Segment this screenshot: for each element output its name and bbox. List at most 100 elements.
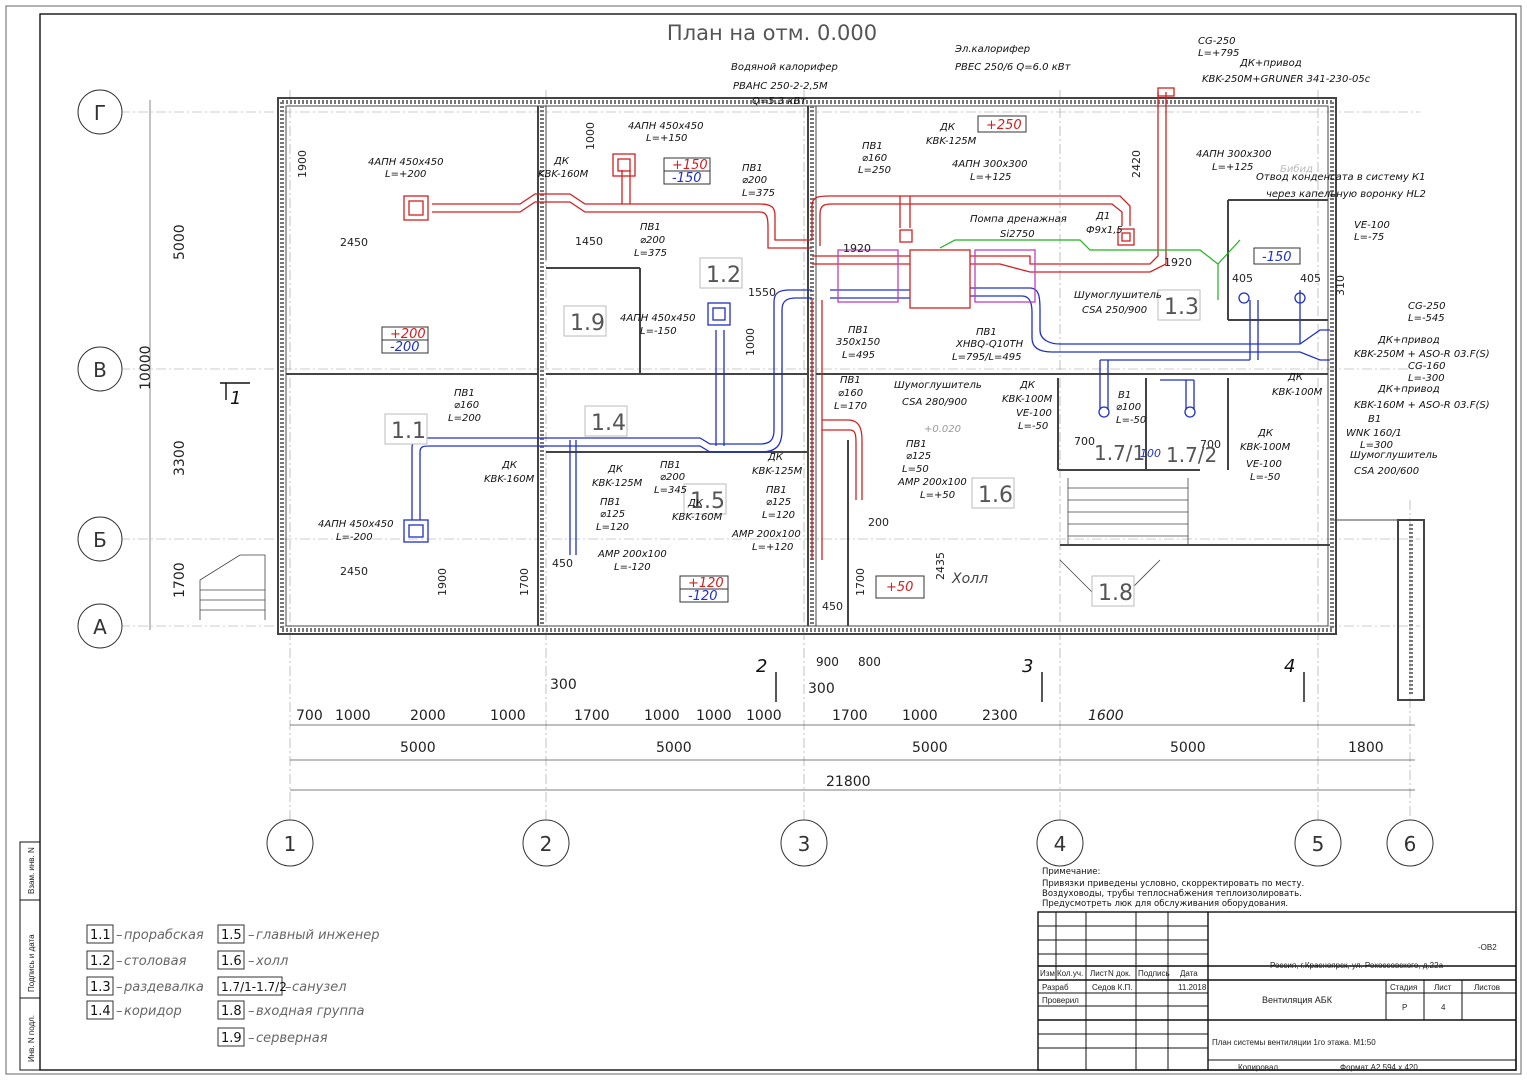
dim-text: 2420 (1130, 150, 1143, 178)
dim-text: 700 (1200, 438, 1221, 451)
label: ПВ1 (742, 163, 763, 174)
inner-dims: 1900 2450 1450 1000 1920 2420 1920 405 4… (296, 122, 1347, 613)
stamp-col: Кол.уч. (1057, 969, 1083, 978)
dim-text: 1000 (584, 122, 597, 150)
axis-number: 5 (1312, 832, 1325, 856)
dim-text: 310 (1334, 275, 1347, 296)
room-number: 1.5 (690, 489, 725, 514)
label: KBK-160M (672, 512, 723, 523)
legend-code: 1.1 (90, 928, 111, 943)
dimension-lines (149, 100, 1415, 791)
svg-text:–: – (116, 1004, 123, 1019)
axis-letter-bubble (77, 346, 123, 392)
label: L=-75 (1354, 232, 1384, 243)
axis-letter-bubble (77, 603, 123, 649)
dim-text: 1000 (644, 708, 680, 724)
label: Ф9х1,5 (1086, 225, 1123, 236)
svg-text:–: – (285, 980, 292, 995)
stamp-razrab-name: Седов К.П. (1092, 983, 1133, 992)
legend-code: 1.9 (221, 1031, 242, 1046)
axis-number: 3 (798, 832, 811, 856)
label: ⌀200 (660, 472, 685, 483)
dim-text: 1550 (748, 286, 776, 299)
section-number: 3 (1022, 656, 1033, 677)
svg-text:–: – (248, 954, 255, 969)
label: Эл.калорифер (954, 44, 1030, 55)
axis-letter-bubble (77, 516, 123, 562)
dim-text: 1700 (854, 568, 867, 596)
label: ПВ1 (840, 375, 861, 386)
label: L=50 (902, 464, 929, 475)
label: ⌀125 (906, 451, 931, 462)
label: KBK-250M+GRUNER 341-230-05c (1202, 74, 1371, 85)
dim-text: 10000 (138, 345, 154, 390)
label: Бибид (1280, 163, 1313, 175)
balance-supply: +200 (390, 327, 426, 342)
dim-text: 5000 (1170, 740, 1206, 756)
stamp-list: Лист (1434, 983, 1452, 992)
inner-frame (39, 13, 1517, 1071)
label: L=-50 (1018, 421, 1048, 432)
svg-text:–: – (116, 980, 123, 995)
label: L=+120 (752, 542, 793, 553)
bottom-dims-row2: 5000 5000 5000 5000 1800 21800 300 300 9… (400, 655, 1384, 790)
dim-text: 2450 (340, 236, 368, 249)
legend-code: 1.4 (90, 1004, 111, 1019)
label: ПВ1 (862, 141, 883, 152)
legend-name: коридор (124, 1004, 182, 1019)
label: KBK-160M (538, 169, 589, 180)
dim-text: 1800 (1348, 740, 1384, 756)
stamp-code: -ОВ2 (1478, 943, 1497, 952)
label: L=200 (448, 413, 481, 424)
dim-text: 450 (822, 600, 843, 613)
dim-text: 300 (808, 681, 835, 697)
dim-text: 2000 (410, 708, 446, 724)
axis-letter: Г (94, 101, 106, 125)
axis-number: 4 (1054, 832, 1067, 856)
label: ⌀125 (600, 509, 625, 520)
label: KBK-250M + ASO-R 03.F(S) (1354, 349, 1490, 360)
label: L=495 (842, 350, 875, 361)
balance-exhaust: 100 (1140, 447, 1161, 460)
balance-supply: +120 (688, 576, 724, 591)
side-stamp-inv: Инв. N подл. (27, 1015, 36, 1062)
dim-text: 1700 (832, 708, 868, 724)
dim-text: 1000 (902, 708, 938, 724)
legend-name: главный инженер (256, 928, 380, 943)
label: L=+125 (1212, 162, 1253, 173)
label: CSA 280/900 (902, 397, 967, 408)
stamp-col: Дата (1180, 969, 1198, 978)
label: ⌀160 (454, 400, 479, 411)
stamp-list-value: 4 (1441, 1003, 1446, 1012)
stamp-listov: Листов (1474, 983, 1500, 992)
dim-text: 1000 (490, 708, 526, 724)
dim-text: 300 (550, 677, 577, 693)
stamp-project: Вентиляция АБК (1262, 995, 1333, 1005)
section-number: 1 (230, 388, 241, 409)
supply-grilles (403, 87, 1175, 246)
dim-text: 200 (868, 516, 889, 529)
label: L=-200 (336, 532, 373, 543)
label: KBK-100M (1272, 387, 1323, 398)
label: L=-300 (1408, 373, 1445, 384)
left-dims: 5000 10000 3300 1700 (138, 224, 188, 598)
dim-text: 3300 (172, 440, 188, 476)
legend: 1.1 прорабская 1.2 столовая 1.3 раздевал… (86, 924, 380, 1047)
balance-exhaust: -120 (688, 589, 718, 604)
label: KBK-125M (752, 466, 803, 477)
label: KBK-160M + ASO-R 03.F(S) (1354, 400, 1490, 411)
dim-text: 5000 (656, 740, 692, 756)
svg-text:–: – (248, 928, 255, 943)
label: 4АПН 300х300 (952, 159, 1028, 170)
balance-exhaust: -150 (1262, 250, 1292, 265)
label: ПВ1 (640, 222, 661, 233)
dim-total: 21800 (826, 774, 871, 790)
exhaust-ducts (411, 287, 1330, 555)
label: ДК (1257, 428, 1274, 439)
legend-code: 1.7/1-1.7/2 (221, 980, 287, 994)
label: L=-120 (614, 562, 651, 573)
label: Отвод конденсата в систему К1 (1256, 172, 1426, 183)
dim-text: 800 (858, 655, 881, 669)
note-head: Примечание: (1042, 867, 1100, 877)
